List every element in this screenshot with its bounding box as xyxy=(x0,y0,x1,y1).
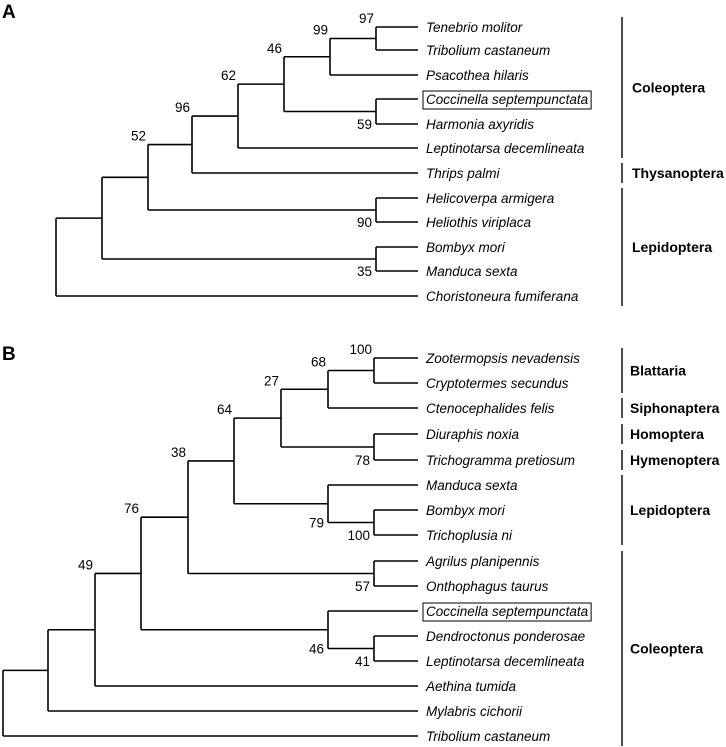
taxon-label: Manduca sexta xyxy=(426,264,518,279)
bootstrap-support-value: 49 xyxy=(78,557,93,572)
taxon-label: Leptinotarsa decemlineata xyxy=(426,141,585,156)
taxon-label: Manduca sexta xyxy=(426,478,518,493)
bootstrap-support-value: 64 xyxy=(217,402,233,417)
bootstrap-support-value: 76 xyxy=(124,501,139,516)
highlight-box xyxy=(422,90,592,110)
highlight-box xyxy=(422,602,592,622)
taxon-label: Tribolium castaneum xyxy=(426,43,550,58)
panel-b-tree: B 100 68 78 27 100 79 64 57 38 41 46 76 49 Zootermops… xyxy=(2,342,720,746)
bootstrap-support-value: 62 xyxy=(221,68,236,83)
taxon-label: Helicoverpa armigera xyxy=(426,191,555,206)
taxon-label: Trichogramma pretiosum xyxy=(426,453,575,468)
taxon-label: Psacothea hilaris xyxy=(426,68,529,83)
taxon-label: Heliothis viriplaca xyxy=(426,215,532,230)
taxon-label: Tribolium castaneum xyxy=(426,729,550,744)
taxon-label: Cryptotermes secundus xyxy=(426,376,569,391)
bootstrap-support-value: 100 xyxy=(349,342,372,357)
panel-b-label: B xyxy=(2,344,16,365)
clade-order-label: Lepidoptera xyxy=(630,502,710,518)
bootstrap-support-value: 46 xyxy=(267,41,282,56)
clade-order-label: Homoptera xyxy=(630,426,704,442)
panel-a-label: A xyxy=(2,2,16,23)
taxon-label: Tenebrio molitor xyxy=(426,20,523,35)
panel-a-tree: A 97 99 59 46 62 96 90 52 35 Tenebrio molitorTrib… xyxy=(2,2,724,306)
bootstrap-support-value: 27 xyxy=(264,373,279,388)
taxon-label: Choristoneura fumiferana xyxy=(426,289,579,304)
taxon-label: Aethina tumida xyxy=(425,679,517,694)
bootstrap-support-value: 38 xyxy=(171,445,186,460)
taxon-label: Onthophagus taurus xyxy=(426,579,549,594)
taxon-label: Trichoplusia ni xyxy=(426,528,513,543)
taxon-label: Bombyx mori xyxy=(426,240,506,255)
taxon-label: Bombyx mori xyxy=(426,503,506,518)
bootstrap-support-value: 78 xyxy=(355,453,370,468)
bootstrap-support-value: 41 xyxy=(355,654,370,669)
taxon-label: Thrips palmi xyxy=(426,166,501,181)
clade-order-label: Siphonaptera xyxy=(630,400,720,416)
bootstrap-support-value: 100 xyxy=(347,528,370,543)
bootstrap-support-value: 59 xyxy=(357,117,372,132)
taxon-label: Ctenocephalides felis xyxy=(426,401,555,416)
taxon-label: Dendroctonus ponderosae xyxy=(426,629,585,644)
taxon-label: Harmonia axyridis xyxy=(426,117,534,132)
taxon-label: Coccinella septempunctata xyxy=(426,604,589,619)
bootstrap-support-value: 90 xyxy=(357,215,372,230)
bootstrap-support-value: 96 xyxy=(175,100,190,115)
clade-order-label: Lepidoptera xyxy=(632,239,712,255)
bootstrap-support-value: 35 xyxy=(357,264,372,279)
bootstrap-support-value: 99 xyxy=(313,23,328,38)
bootstrap-support-value: 79 xyxy=(309,516,324,531)
clade-order-label: Hymenoptera xyxy=(630,452,720,468)
bootstrap-support-value: 97 xyxy=(359,11,374,26)
taxon-label: Mylabris cichorii xyxy=(426,704,523,719)
taxon-label: Zootermopsis nevadensis xyxy=(425,351,580,366)
clade-order-label: Thysanoptera xyxy=(632,165,724,181)
taxon-label: Coccinella septempunctata xyxy=(426,92,589,107)
taxon-label: Leptinotarsa decemlineata xyxy=(426,654,585,669)
bootstrap-support-value: 46 xyxy=(309,642,324,657)
bootstrap-support-value: 57 xyxy=(355,579,370,594)
clade-order-label: Coleoptera xyxy=(630,641,703,657)
clade-order-label: Coleoptera xyxy=(632,80,705,96)
clade-order-label: Blattaria xyxy=(630,363,686,379)
bootstrap-support-value: 52 xyxy=(131,129,146,144)
taxon-label: Diuraphis noxia xyxy=(426,427,520,442)
taxon-label: Agrilus planipennis xyxy=(425,554,540,569)
bootstrap-support-value: 68 xyxy=(311,355,326,370)
